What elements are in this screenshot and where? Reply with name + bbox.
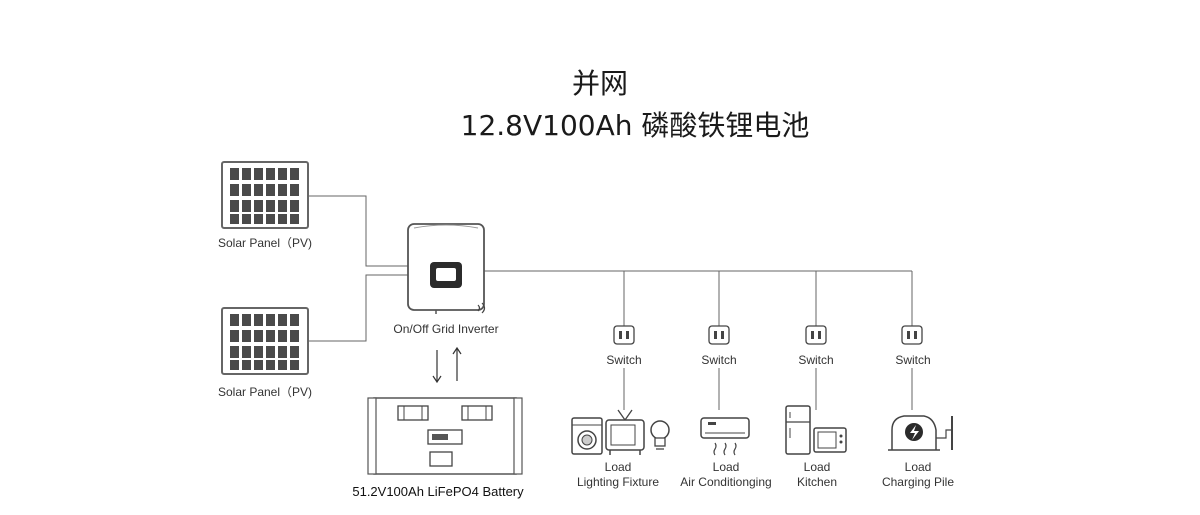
page-subtitle: 12.8V100Ah 磷酸铁锂电池 (460, 109, 810, 142)
switch-label: Switch (798, 353, 833, 367)
inverter-icon (407, 223, 486, 314)
load-label: Load (905, 460, 932, 474)
air-conditioner-icon (700, 417, 750, 456)
switch-label: Switch (606, 353, 641, 367)
solar-panel-bottom-label: Solar Panel（PV) (218, 385, 312, 399)
battery-label: 51.2V100Ah LiFePO4 Battery (352, 484, 524, 499)
solar-panel-top-icon (221, 161, 309, 229)
load-type-label: Lighting Fixture (577, 475, 659, 489)
load-type-label: Air Conditionging (680, 475, 771, 489)
microwave-icon (813, 427, 847, 453)
load-type-label: Charging Pile (882, 475, 954, 489)
television-icon (605, 409, 645, 455)
solar-panel-top-label: Solar Panel（PV) (218, 236, 312, 250)
load-type-label: Kitchen (797, 475, 837, 489)
washing-machine-icon (571, 417, 603, 455)
ev-charger-icon (888, 415, 953, 451)
switch-icon (708, 325, 730, 345)
switch-label: Switch (895, 353, 930, 367)
solar-panel-bottom-icon (221, 307, 309, 375)
load-label: Load (713, 460, 740, 474)
switch-icon (613, 325, 635, 345)
bidirectional-arrow-icon (432, 346, 462, 384)
page-title: 并网 (571, 67, 628, 100)
inverter-label: On/Off Grid Inverter (393, 322, 498, 336)
switch-label: Switch (701, 353, 736, 367)
light-bulb-icon (650, 420, 670, 450)
battery-icon (367, 397, 523, 475)
refrigerator-icon (785, 405, 811, 455)
wiring (308, 195, 913, 410)
switch-icon (805, 325, 827, 345)
load-label: Load (804, 460, 831, 474)
switch-icon (901, 325, 923, 345)
load-label: Load (605, 460, 632, 474)
